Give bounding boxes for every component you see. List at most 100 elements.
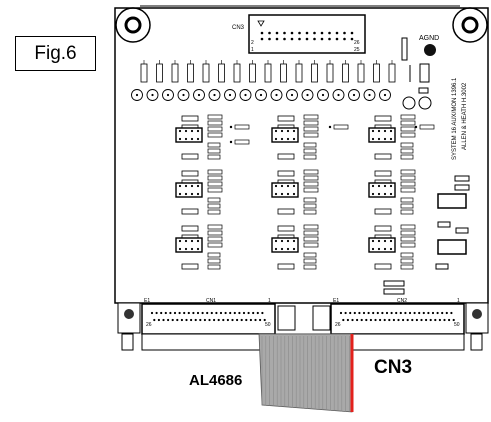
ic-pin	[286, 137, 290, 141]
edge-pin	[254, 318, 257, 322]
resistor	[207, 224, 223, 230]
edge-pin	[353, 311, 356, 315]
edge-pin	[157, 318, 160, 322]
resistor	[207, 132, 223, 138]
ic-pin	[280, 247, 284, 251]
edge-pin	[388, 318, 391, 322]
capacitor-pad	[259, 93, 263, 97]
header-pin	[328, 31, 331, 35]
edge-pin	[408, 311, 412, 315]
cn2-label-right: 1	[457, 298, 460, 304]
edge-pin	[206, 311, 209, 315]
capacitor	[301, 89, 314, 101]
edge-pin	[441, 311, 444, 315]
ic-pin	[371, 247, 375, 251]
link-component	[234, 124, 250, 130]
ic-pin	[389, 184, 393, 188]
resistor	[207, 197, 221, 203]
resistor	[400, 264, 414, 270]
edge-pin	[238, 311, 241, 315]
ic-pin	[184, 192, 188, 196]
capacitor-pad	[213, 93, 216, 97]
resistor	[400, 120, 416, 126]
ic-pin	[292, 239, 296, 243]
resistor	[303, 126, 319, 132]
capacitor	[131, 89, 143, 101]
resistor	[303, 114, 319, 120]
ic-pin	[383, 192, 387, 196]
resistor	[277, 115, 295, 122]
capacitor-pad	[368, 93, 371, 97]
edge-pin	[263, 318, 266, 322]
resistor	[400, 236, 416, 242]
edge-pin	[155, 311, 158, 315]
edge-pin	[169, 311, 172, 315]
header-pin	[290, 37, 294, 41]
header-pin	[313, 31, 316, 35]
header-pin	[350, 31, 354, 35]
edge-pin	[434, 318, 437, 322]
resistor	[303, 132, 319, 138]
cn2-label-left: E1	[333, 298, 339, 304]
ic-pin	[292, 137, 296, 141]
resistor	[207, 209, 221, 215]
resistor	[207, 126, 223, 132]
ic-chip	[271, 237, 299, 253]
ic-pin	[178, 247, 182, 251]
ic-pin	[178, 239, 182, 243]
edge-pin	[183, 311, 186, 315]
resistor	[303, 209, 317, 215]
edge-pin	[427, 311, 430, 315]
resistor	[303, 242, 319, 248]
resistor	[181, 225, 199, 232]
ic-pin	[383, 129, 387, 133]
ic-chip	[271, 182, 299, 198]
capacitor	[379, 89, 391, 101]
edge-pin	[404, 311, 407, 315]
edge-pin	[356, 318, 359, 322]
pcb-board-outline	[114, 7, 489, 304]
resistor	[207, 169, 223, 175]
ic-pin	[286, 184, 290, 188]
resistor	[400, 154, 414, 160]
resistor	[207, 175, 223, 181]
ic-pin	[274, 129, 278, 133]
resistor	[374, 263, 392, 270]
capacitor-pad	[337, 93, 340, 97]
ic-pin	[178, 129, 182, 133]
edge-pin	[381, 311, 384, 315]
resistor	[207, 236, 223, 242]
edge-pin	[397, 318, 400, 322]
edge-pin	[425, 318, 428, 322]
cn1-label-mid: CN1	[206, 298, 216, 304]
ic-pin	[383, 239, 387, 243]
resistor	[400, 230, 416, 236]
capacitor-pad	[275, 93, 278, 97]
ic-pin	[280, 192, 284, 196]
edge-pin	[224, 311, 227, 315]
edge-pin	[420, 318, 423, 322]
edge-pin	[369, 318, 372, 322]
edge-pin	[406, 318, 409, 322]
link-pad	[229, 140, 233, 144]
edge-pin	[192, 311, 195, 315]
cn2-pin-rows	[339, 311, 455, 322]
edge-pin	[365, 318, 368, 322]
cable-connector-label: CN3	[374, 357, 413, 378]
resistor	[400, 224, 416, 230]
ic-chip	[175, 237, 203, 253]
resistor	[303, 236, 319, 242]
edge-pin	[249, 318, 252, 322]
resistor	[400, 252, 414, 258]
ic-pin	[377, 129, 381, 133]
resistor	[303, 230, 319, 236]
edge-pin	[372, 311, 375, 315]
edge-pin	[261, 311, 264, 315]
resistor	[400, 203, 414, 209]
resistor	[277, 263, 295, 270]
resistor	[400, 126, 416, 132]
resistor	[207, 203, 221, 209]
header-pin	[275, 37, 279, 41]
resistor	[400, 187, 416, 193]
